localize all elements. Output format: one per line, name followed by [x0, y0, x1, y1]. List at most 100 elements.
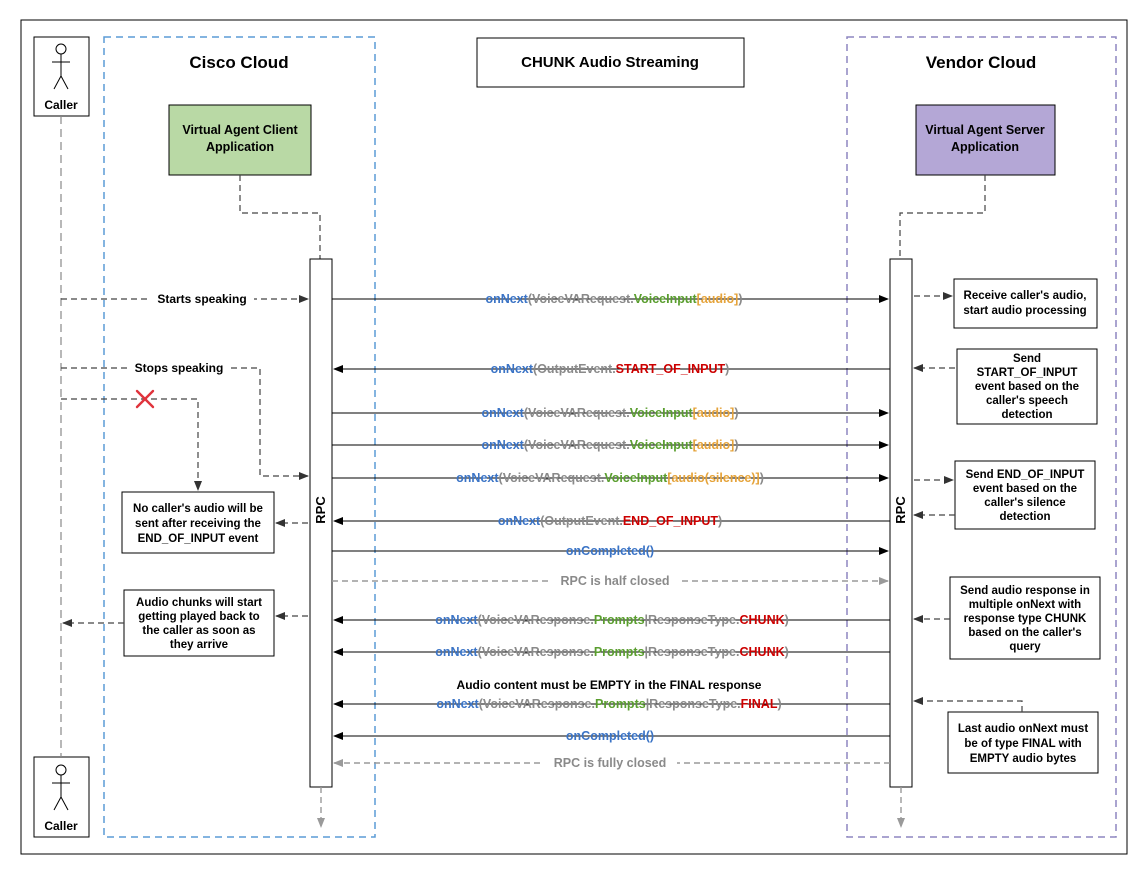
msg-segment-type: )	[718, 514, 722, 528]
msg-segment-type: )	[725, 362, 729, 376]
msg-segment-type: )	[777, 697, 781, 711]
msg-segment-method: onCompleted()	[566, 729, 654, 743]
msg-segment-type: (	[499, 471, 504, 485]
msg-row: onNext(OutputEvent.START_OF_INPUT)	[333, 362, 890, 376]
vendor-cloud-title: Vendor Cloud	[926, 53, 1037, 72]
half-closed-bg	[550, 573, 680, 588]
msg-segment-event: START_OF_INPUT	[616, 362, 726, 376]
client-app-connector	[239, 175, 321, 259]
msg-segment-type: )	[785, 613, 789, 627]
msg-row: RPC is half closed	[332, 573, 889, 588]
msg-segment-field: VoiceInput	[630, 406, 694, 420]
msg-segment-field: Prompts	[594, 645, 645, 659]
msg-segment-type: VoiceVARequest.	[532, 292, 634, 306]
last-onnext-line2: be of type FINAL with	[964, 738, 1081, 750]
caller-actor-top: Caller	[33, 36, 90, 117]
msg-row: onNext(VoiceVAResponse.Prompts|ResponseT…	[333, 613, 890, 627]
msg-row: onNext(VoiceVAResponse.Prompts|ResponseT…	[333, 697, 890, 711]
msg-row: onNext(VoiceVARequest.VoiceInput[audio(s…	[332, 471, 889, 485]
send-end-note	[954, 460, 1096, 530]
send-response-line1: Send audio response in	[960, 585, 1090, 597]
msg-label-12: onCompleted()	[566, 729, 654, 743]
msg-label-5: onNext(VoiceVARequest.VoiceInput[audio(s…	[456, 471, 764, 485]
stops-speaking-arrow	[61, 367, 309, 480]
rpc-server-label: RPC	[893, 496, 908, 524]
last-onnext-line3: EMPTY audio bytes	[970, 753, 1077, 765]
msg-segment-payload: [audio]	[697, 292, 739, 306]
msg-segment-method: onNext	[485, 292, 528, 306]
msg-segment-method: onNext	[498, 514, 541, 528]
msg-segment-payload: [audio]	[693, 406, 735, 420]
msg-segment-field: Prompts	[594, 613, 645, 627]
person-icon	[52, 43, 70, 90]
client-app-line2: Application	[206, 140, 274, 154]
cisco-cloud-region	[103, 36, 376, 838]
msg-segment-type: RPC is half closed	[560, 574, 669, 588]
last-onnext-arrow	[913, 697, 1023, 712]
msg-row: onNext(OutputEvent.END_OF_INPUT)	[333, 514, 890, 528]
msg-row: onCompleted()	[332, 544, 889, 558]
last-onnext-note	[947, 711, 1099, 774]
msg-row: onNext(VoiceVARequest.VoiceInput[audio])	[332, 292, 889, 306]
client-app-line1: Virtual Agent Client	[182, 123, 298, 137]
msg-segment-type: (	[528, 292, 533, 306]
diagram-title-box	[476, 37, 745, 88]
msg-segment-type: OutputEvent.	[537, 362, 615, 376]
msg-segment-event: CHUNK	[739, 613, 784, 627]
chunks-played-note	[123, 589, 275, 657]
msg-segment-event: END_OF_INPUT	[623, 514, 719, 528]
person-icon	[52, 764, 70, 811]
msg-segment-field: Prompts	[595, 697, 646, 711]
send-response-note	[949, 576, 1101, 660]
send-response-line2: multiple onNext with	[969, 599, 1081, 611]
msg-segment-method: onNext	[436, 697, 479, 711]
msg-segment-type: VoiceVARequest.	[528, 438, 630, 452]
msg-segment-field: VoiceInput	[630, 438, 694, 452]
caller-label-bottom: Caller	[44, 819, 78, 833]
blocked-audio-arrow	[61, 398, 202, 491]
msg-segment-type: (	[533, 362, 538, 376]
msg-row: onNext(VoiceVAResponse.Prompts|ResponseT…	[333, 645, 890, 659]
send-response-line3: response type CHUNK	[964, 613, 1087, 625]
starts-speaking-bg	[150, 291, 254, 306]
msg-label-2: onNext(OutputEvent.START_OF_INPUT)	[491, 362, 730, 376]
fully-closed-bg	[543, 755, 677, 770]
msg-label-1: onNext(VoiceVARequest.VoiceInput[audio])	[485, 292, 742, 306]
stops-speaking-label: Stops speaking	[135, 361, 224, 375]
send-start-note	[956, 348, 1098, 425]
msg-row: onCompleted()	[333, 729, 890, 743]
starts-speaking-label: Starts speaking	[157, 292, 246, 306]
msg-label-8: RPC is half closed	[560, 574, 669, 588]
msg-segment-type: VoiceVAResponse.	[482, 645, 594, 659]
msg-segment-type: )	[760, 471, 764, 485]
send-end-line4: detection	[999, 511, 1050, 523]
msg-segment-field: VoiceInput	[604, 471, 668, 485]
msg-segment-type: VoiceVARequest.	[528, 406, 630, 420]
msg-segment-method: onNext	[481, 438, 524, 452]
final-empty-note: Audio content must be EMPTY in the FINAL…	[457, 678, 762, 692]
msg-segment-method: onCompleted()	[566, 544, 654, 558]
caller-actor-bottom: Caller	[33, 756, 90, 838]
outer-frame	[20, 19, 1128, 855]
msg-label-4: onNext(VoiceVARequest.VoiceInput[audio])	[481, 438, 738, 452]
msg-segment-method: onNext	[481, 406, 524, 420]
receive-line1: Receive caller's audio,	[964, 290, 1087, 302]
msg-row: onNext(VoiceVARequest.VoiceInput[audio])	[332, 438, 889, 452]
stops-speaking-bg	[130, 360, 228, 375]
chunks-line3: the caller as soon as	[142, 625, 255, 637]
no-audio-line1: No caller's audio will be	[133, 503, 263, 515]
msg-label-13: RPC is fully closed	[554, 756, 667, 770]
msg-segment-method: onNext	[435, 645, 478, 659]
msg-segment-type: (	[524, 438, 529, 452]
send-end-line1: Send END_OF_INPUT	[966, 469, 1085, 481]
no-audio-line3: END_OF_INPUT event	[138, 533, 259, 545]
send-end-line2: event based on the	[973, 483, 1077, 495]
msg-segment-type: )	[738, 292, 742, 306]
msg-segment-type: VoiceVAResponse.	[482, 613, 594, 627]
chunks-line2: getting played back to	[138, 611, 259, 623]
server-app-box	[915, 104, 1056, 176]
chunks-line4: they arrive	[170, 639, 228, 651]
send-start-line4: caller's speech	[986, 395, 1068, 407]
msg-segment-type: |ResponseType.	[645, 645, 740, 659]
